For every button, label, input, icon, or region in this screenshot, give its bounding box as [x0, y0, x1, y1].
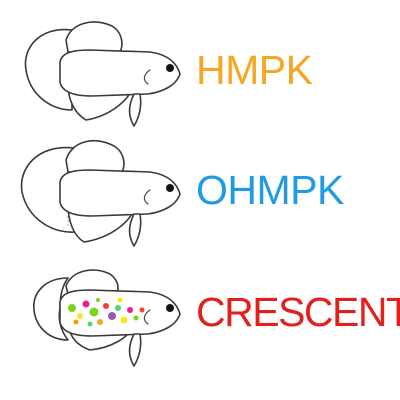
- hmpk-fish-illustration: [24, 21, 181, 127]
- caudal-fin: [20, 146, 77, 233]
- crescent-fish-illustration: [33, 269, 181, 367]
- dorsal-fin: [65, 139, 125, 173]
- fish-eye: [166, 184, 174, 192]
- tail-type-label-ohmpk: OHMPK: [196, 167, 344, 213]
- pectoral-fin: [143, 309, 151, 325]
- ventral-fin: [128, 213, 142, 247]
- dorsal-fin: [65, 21, 123, 53]
- fish-body: [59, 289, 181, 337]
- row-ohmpk: OHMPK: [0, 132, 400, 252]
- pectoral-fin: [143, 189, 151, 205]
- body-spots: [68, 297, 145, 327]
- tail-type-label-crescent: CRESCENT: [196, 289, 400, 335]
- fish-body: [59, 169, 181, 217]
- row-crescent: CRESCENT: [0, 252, 400, 372]
- fish-eye: [166, 304, 174, 312]
- pectoral-fin: [143, 69, 151, 85]
- caudal-fin: [24, 28, 73, 111]
- ventral-fin: [128, 93, 142, 127]
- row-hmpk: HMPK: [0, 12, 400, 132]
- ohmpk-fish-illustration: [20, 139, 181, 247]
- tail-type-label-hmpk: HMPK: [196, 47, 313, 93]
- fish-body: [59, 49, 181, 97]
- fish-eye: [166, 64, 174, 72]
- ventral-fin: [128, 333, 142, 367]
